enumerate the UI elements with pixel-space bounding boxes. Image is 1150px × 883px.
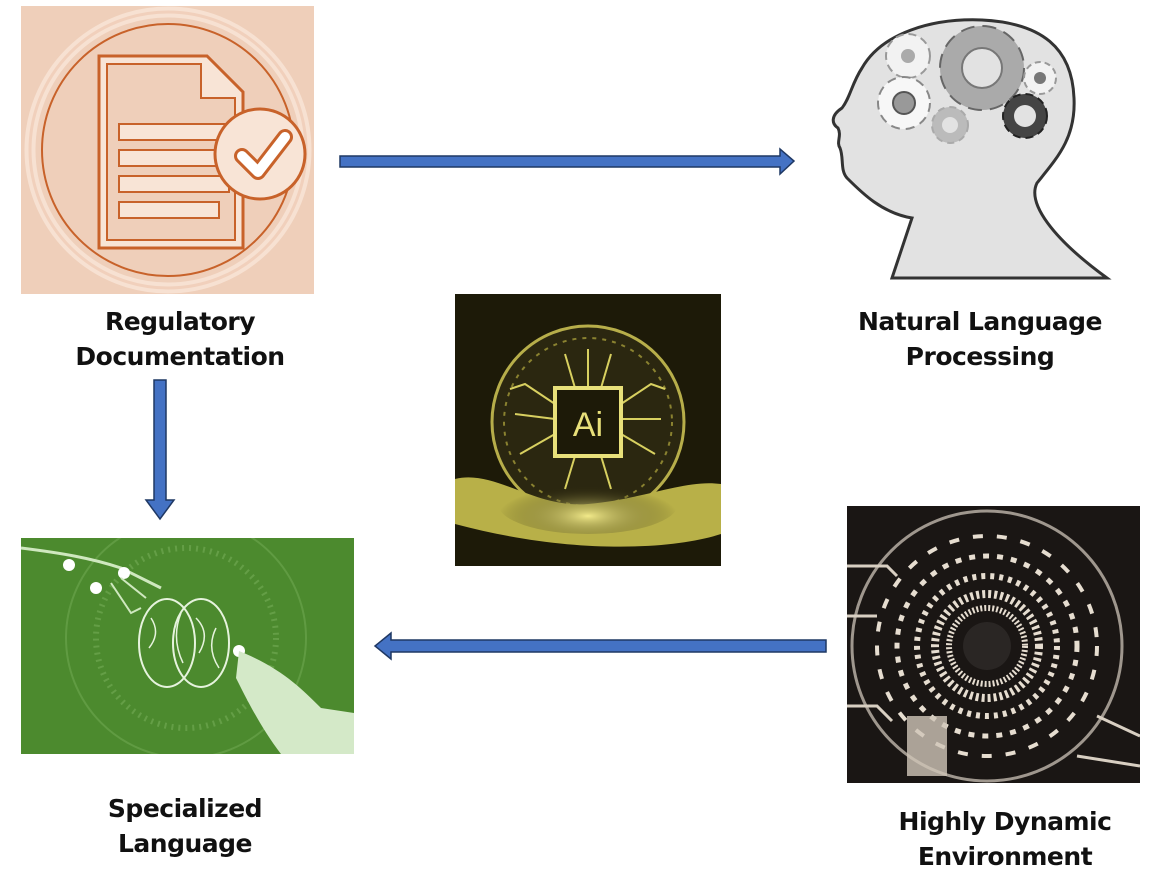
gear-icon bbox=[885, 33, 931, 79]
document-checkmark-icon bbox=[24, 6, 312, 294]
label-line: Natural Language bbox=[857, 307, 1103, 336]
label-highly-dynamic-environment: Highly Dynamic Environment bbox=[880, 804, 1130, 874]
label-line: Processing bbox=[905, 342, 1055, 371]
ai-chip-hand-icon: Ai bbox=[455, 294, 721, 566]
gear-icon bbox=[931, 106, 969, 144]
gear-icon bbox=[1002, 93, 1048, 139]
brain-touch-icon bbox=[21, 538, 354, 754]
arrow-left-icon bbox=[373, 631, 827, 661]
head-with-gears-icon bbox=[831, 18, 1112, 280]
arrow-regdoc-to-spec bbox=[144, 378, 176, 522]
label-line: Highly Dynamic bbox=[898, 807, 1112, 836]
ai-center-image: Ai bbox=[455, 294, 721, 566]
arrow-down-icon bbox=[144, 379, 176, 521]
ai-chip-text: Ai bbox=[573, 406, 603, 444]
label-regulatory-documentation: Regulatory Documentation bbox=[40, 304, 320, 374]
label-line: Documentation bbox=[75, 342, 285, 371]
label-line: Regulatory bbox=[104, 307, 256, 336]
natural-language-processing-image bbox=[822, 8, 1122, 280]
label-natural-language-processing: Natural Language Processing bbox=[855, 304, 1105, 374]
arrow-dyn-to-spec bbox=[373, 630, 828, 662]
label-specialized-language: Specialized Language bbox=[70, 791, 300, 861]
arrow-right-icon bbox=[339, 147, 796, 176]
highly-dynamic-environment-image bbox=[847, 506, 1140, 783]
label-line: Specialized bbox=[107, 794, 263, 823]
specialized-language-image bbox=[21, 538, 354, 754]
label-line: Language bbox=[117, 829, 253, 858]
gear-icon bbox=[939, 25, 1025, 111]
gear-icon bbox=[877, 76, 931, 130]
circuit-tunnel-icon bbox=[847, 506, 1140, 783]
arrow-regdoc-to-nlp bbox=[338, 147, 798, 177]
regulatory-documentation-image bbox=[21, 6, 314, 294]
label-line: Environment bbox=[917, 842, 1093, 871]
gear-icon bbox=[1023, 61, 1057, 95]
